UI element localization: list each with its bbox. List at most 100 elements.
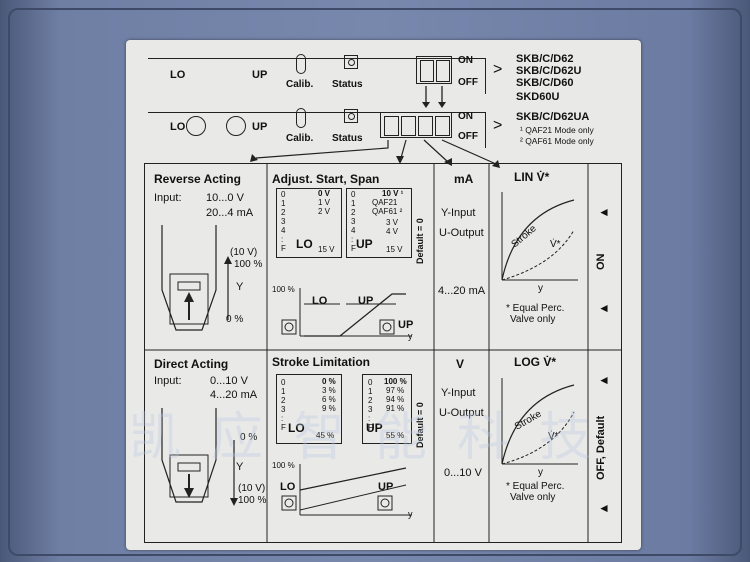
stroke-lo-val1: 3 %	[322, 386, 336, 395]
adjust-up: UP	[356, 237, 373, 251]
adjust-lo: LO	[296, 237, 313, 251]
stroke-lo-val4: 45 %	[316, 431, 335, 440]
log-graph	[501, 378, 578, 465]
log-note1: * Equal Perc.	[506, 481, 565, 492]
stroke-up-val1: 97 %	[386, 386, 405, 395]
adjust-graph-100: 100 %	[272, 285, 295, 294]
row2-chevron-icon: >	[493, 117, 503, 134]
status-led-icon-2	[344, 109, 358, 123]
lin-note2: Valve only	[510, 314, 556, 325]
reverse-valve-diagram	[161, 225, 232, 331]
calib-button-icon	[296, 54, 306, 74]
lo-potentiometer-icon	[186, 116, 206, 136]
reverse-title: Reverse Acting	[154, 172, 241, 186]
stroke-up-table	[362, 374, 412, 444]
direct-bottom2: 100 %	[238, 495, 267, 506]
stroke-up-val3: 91 %	[386, 404, 405, 413]
dip-switch-4pos-icon	[380, 112, 452, 138]
direct-bottom1: (10 V)	[238, 483, 266, 494]
ma-yinput: Y-Input	[441, 207, 476, 219]
row1-lo: LO	[170, 69, 186, 81]
stroke-up: UP	[366, 421, 383, 435]
calib-button-icon-2	[296, 108, 306, 128]
stroke-lo-val2: 6 %	[322, 395, 336, 404]
row2-frame	[148, 112, 486, 148]
v-range: 0...10 V	[444, 467, 482, 479]
direct-input-label: Input:	[154, 375, 182, 387]
direct-top: 0 %	[240, 432, 258, 443]
adjust-graph	[281, 288, 412, 337]
reverse-bottom: 0 %	[226, 314, 244, 325]
direct-y: Y	[236, 461, 244, 473]
adjust-up-table	[346, 188, 412, 258]
up-potentiometer-icon	[226, 116, 246, 136]
housing-rim	[8, 8, 742, 556]
v-yinput: Y-Input	[441, 387, 476, 399]
direct-input-ma: 4...20 mA	[210, 389, 258, 401]
lin-v: V̇*	[550, 239, 561, 250]
adjust-lo-table	[276, 188, 342, 258]
v-uoutput: U-Output	[439, 407, 484, 419]
adjust-up-val5: 15 V	[386, 245, 403, 254]
row2-note1: ¹ QAF21 Mode only	[520, 125, 594, 135]
stroke-title: Stroke Limitation	[272, 355, 371, 369]
lin-note1: * Equal Perc.	[506, 303, 565, 314]
row1-status: Status	[332, 79, 363, 90]
lin-title: LIN V̇*	[514, 170, 550, 184]
side-bottom-arrow-icon-1: ◄	[598, 373, 610, 387]
reverse-input-label: Input:	[154, 192, 182, 204]
ma-range: 4...20 mA	[438, 285, 486, 297]
row1-calib: Calib.	[286, 79, 314, 90]
main-grid	[144, 163, 622, 543]
row1-on: ON	[458, 55, 473, 66]
direct-input-v: 0...10 V	[210, 375, 248, 387]
stroke-graph-100: 100 %	[272, 461, 295, 470]
ma-uoutput: U-Output	[439, 227, 484, 239]
stroke-graph-up: UP	[378, 481, 394, 493]
adjust-up-val3: 3 V	[386, 218, 399, 227]
row2-off: OFF	[458, 131, 478, 142]
lin-y: y	[538, 283, 543, 294]
wiring-label: LO UP Calib. Status ON OFF > SKB/C/D62 S…	[126, 40, 641, 550]
adjust-lo-val3: 15 V	[318, 245, 335, 254]
log-note2: Valve only	[510, 492, 556, 503]
side-top-arrow-icon-2: ◄	[598, 301, 610, 315]
row1-up: UP	[252, 69, 268, 81]
row1-model-1: SKB/C/D62	[516, 53, 574, 65]
reverse-input-v: 10...0 V	[206, 192, 244, 204]
dip-switch-2pos-icon	[416, 56, 452, 84]
adjust-lo-val0: 0 V	[318, 189, 331, 198]
row1-model-4: SKD60U	[516, 91, 560, 103]
log-y: y	[538, 467, 543, 478]
row1-frame	[148, 58, 486, 94]
adjust-up-val2: QAF61 ²	[372, 207, 403, 216]
adjust-graph-up2: UP	[398, 319, 414, 331]
status-led-icon	[344, 55, 358, 69]
stroke-up-val2: 94 %	[386, 395, 405, 404]
stroke-up-val0: 100 %	[384, 377, 407, 386]
row2-arrows	[250, 139, 500, 168]
row1-off: OFF	[458, 77, 478, 88]
stroke-lo-table	[276, 374, 342, 444]
ma-title: mA	[454, 172, 474, 186]
row1-arrows	[422, 86, 446, 108]
log-v: V̇*	[548, 431, 559, 442]
stroke-lo: LO	[288, 421, 305, 435]
stroke-graph-y: y	[408, 509, 413, 519]
adjust-graph-up: UP	[358, 295, 374, 307]
log-title: LOG V̇*	[514, 355, 557, 369]
row2-lo: LO	[170, 121, 186, 133]
adjust-lo-val2: 2 V	[318, 207, 331, 216]
adjust-up-val1: QAF21	[372, 198, 398, 207]
row2-model: SKB/C/D62UA	[516, 111, 590, 123]
stroke-graph	[281, 464, 412, 516]
v-title: V	[456, 357, 465, 371]
row2-up: UP	[252, 121, 268, 133]
reverse-top2: 100 %	[234, 259, 263, 270]
row1-chevron-icon: >	[493, 61, 503, 78]
reverse-input-ma: 20...4 mA	[206, 207, 254, 219]
adjust-graph-lo: LO	[312, 295, 328, 307]
